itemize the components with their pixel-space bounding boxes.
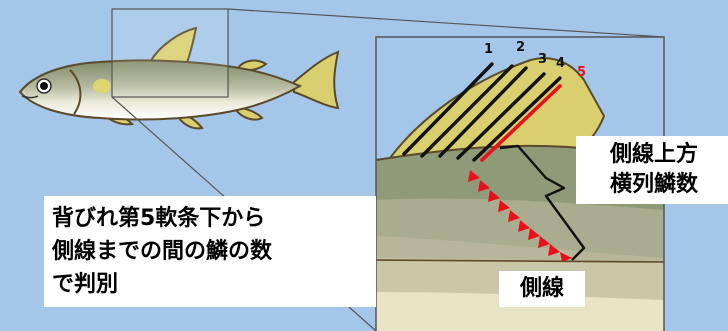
scale-count-label: 側線上方 横列鱗数 xyxy=(576,136,728,204)
fish-illustration xyxy=(18,26,340,130)
fish-yellow-spot xyxy=(93,79,111,93)
zoom-belly-light xyxy=(376,292,664,331)
lateral-line-label: 側線 xyxy=(499,271,585,307)
ray-number-5: 5 xyxy=(577,65,586,80)
caption-line-1: 背びれ第5軟条下から xyxy=(52,206,266,231)
fin-rays xyxy=(402,62,562,162)
ray-number-1: 1 xyxy=(484,42,493,57)
fin-ray-4 xyxy=(472,76,562,162)
ray-number-2: 2 xyxy=(516,40,525,55)
ray-number-3: 3 xyxy=(538,52,547,67)
fish-body xyxy=(18,59,303,121)
caption-box: 背びれ第5軟条下から 側線までの間の鱗の数 で判別 xyxy=(44,196,376,307)
count-bracket xyxy=(499,144,586,261)
fish-pupil xyxy=(40,82,48,90)
ray-number-4: 4 xyxy=(556,56,565,71)
fin-ray-1 xyxy=(402,62,494,156)
fish-gill xyxy=(69,69,82,115)
fin-ray-2 xyxy=(420,64,514,158)
zoom-source-rect xyxy=(111,8,229,98)
fin-ray-2b xyxy=(438,66,528,158)
scale-count-label-line-1: 側線上方 xyxy=(609,142,698,167)
caption-line-2: 側線までの間の鱗の数 xyxy=(52,239,273,264)
ray-number-labels: 1 2 3 4 5 xyxy=(484,40,586,80)
fish-tail-fin xyxy=(293,50,340,110)
fin-ray-3 xyxy=(456,72,546,160)
fish-mouth xyxy=(21,95,39,99)
fin-ray-5 xyxy=(480,84,562,162)
caption-line-3: で判別 xyxy=(52,272,119,297)
scale-markers xyxy=(468,170,572,262)
scale-count-label-line-2: 横列鱗数 xyxy=(609,172,698,197)
